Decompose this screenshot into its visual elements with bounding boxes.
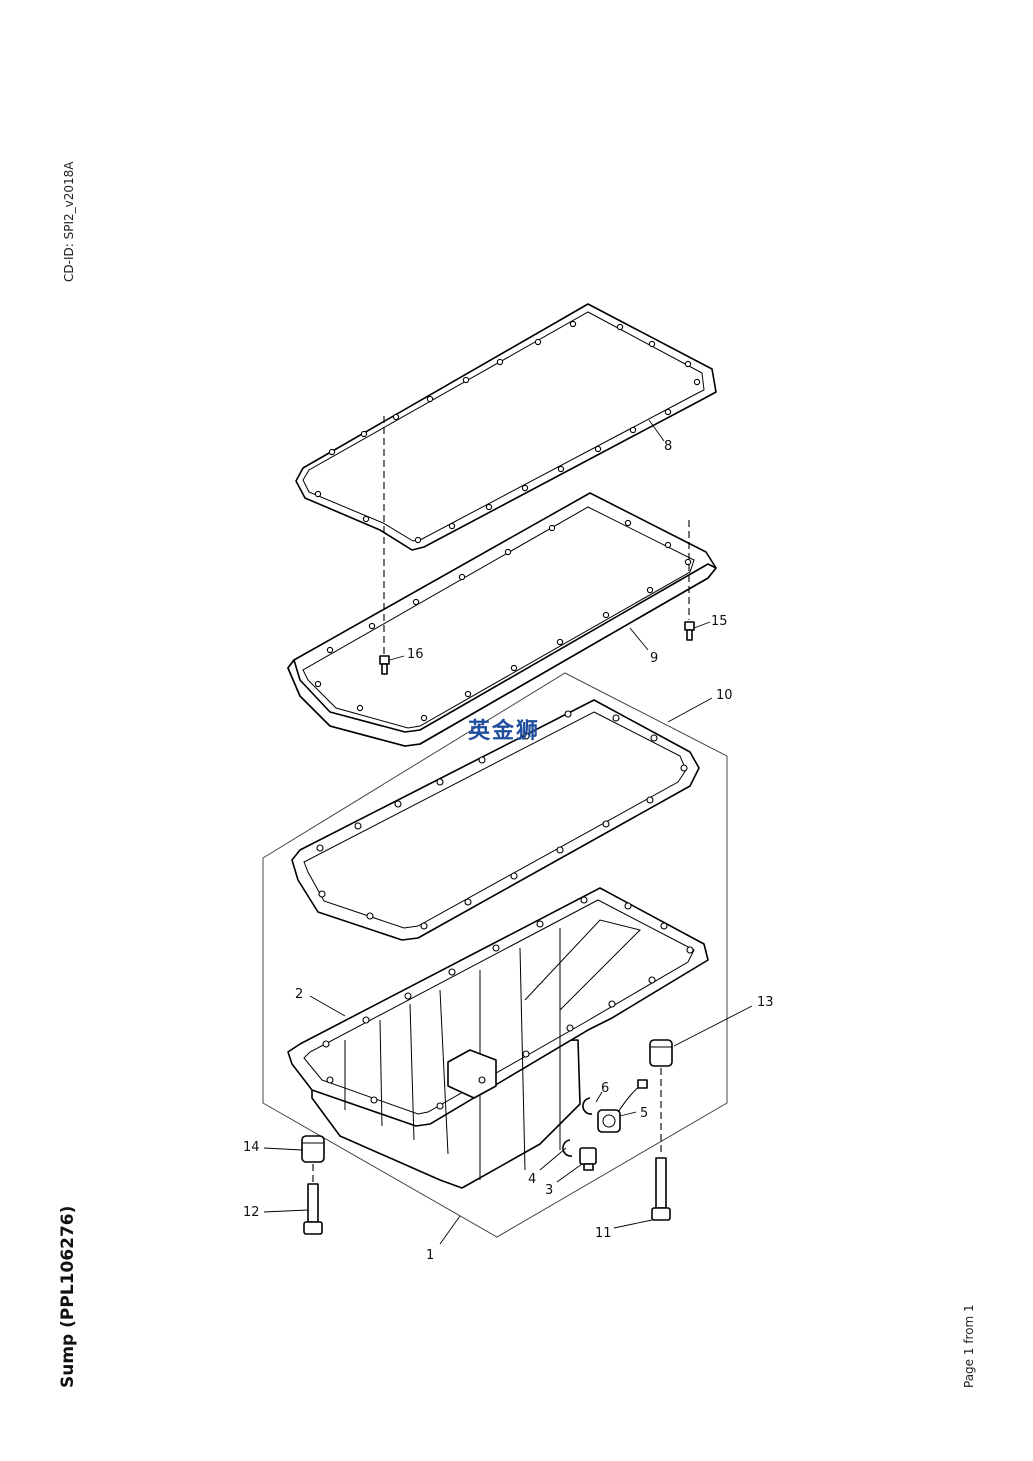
bolt-part-15 bbox=[684, 520, 695, 641]
callout-10: 10 bbox=[716, 688, 733, 703]
callout-15: 15 bbox=[711, 614, 728, 629]
spacer-part-14 bbox=[301, 1135, 325, 1163]
callout-leaders bbox=[263, 419, 753, 1245]
watermark-logo: 英金狮 bbox=[468, 718, 540, 744]
callout-11: 11 bbox=[595, 1226, 612, 1241]
ladder-frame-part-9 bbox=[287, 492, 717, 747]
callout-16: 16 bbox=[407, 647, 424, 662]
callout-3: 3 bbox=[545, 1183, 553, 1198]
gasket-part-8 bbox=[295, 303, 717, 551]
bolt-part-12 bbox=[303, 1183, 323, 1235]
bolt-part-16 bbox=[379, 416, 390, 675]
assembly-outline bbox=[262, 672, 728, 1238]
drain-plug-part-3 bbox=[579, 1147, 597, 1171]
frame-9-bolt-holes bbox=[314, 519, 692, 722]
spacer-part-13 bbox=[649, 1039, 673, 1067]
oil-sensor-part-5 bbox=[597, 1079, 648, 1133]
callout-5: 5 bbox=[640, 1106, 648, 1121]
callout-13: 13 bbox=[757, 995, 774, 1010]
seal-part-6 bbox=[582, 1097, 593, 1115]
callout-4: 4 bbox=[528, 1172, 536, 1187]
washer-part-4 bbox=[562, 1139, 573, 1157]
callout-8: 8 bbox=[664, 439, 672, 454]
gasket-10-bolt-holes bbox=[316, 710, 688, 930]
callout-14: 14 bbox=[243, 1140, 260, 1155]
bolt-part-11 bbox=[651, 1157, 671, 1221]
callout-12: 12 bbox=[243, 1205, 260, 1220]
gasket-part-10 bbox=[291, 699, 700, 941]
callout-9: 9 bbox=[650, 651, 658, 666]
gasket-8-bolt-holes bbox=[314, 320, 701, 544]
callout-6: 6 bbox=[601, 1081, 609, 1096]
oil-pan-bolt-holes bbox=[322, 896, 694, 1110]
oil-pan-part-2 bbox=[287, 887, 709, 1189]
callout-1: 1 bbox=[426, 1248, 434, 1263]
callout-2: 2 bbox=[295, 987, 303, 1002]
callout-labels: 8 15 9 16 10 2 13 6 5 14 4 3 12 11 1 bbox=[243, 439, 774, 1263]
